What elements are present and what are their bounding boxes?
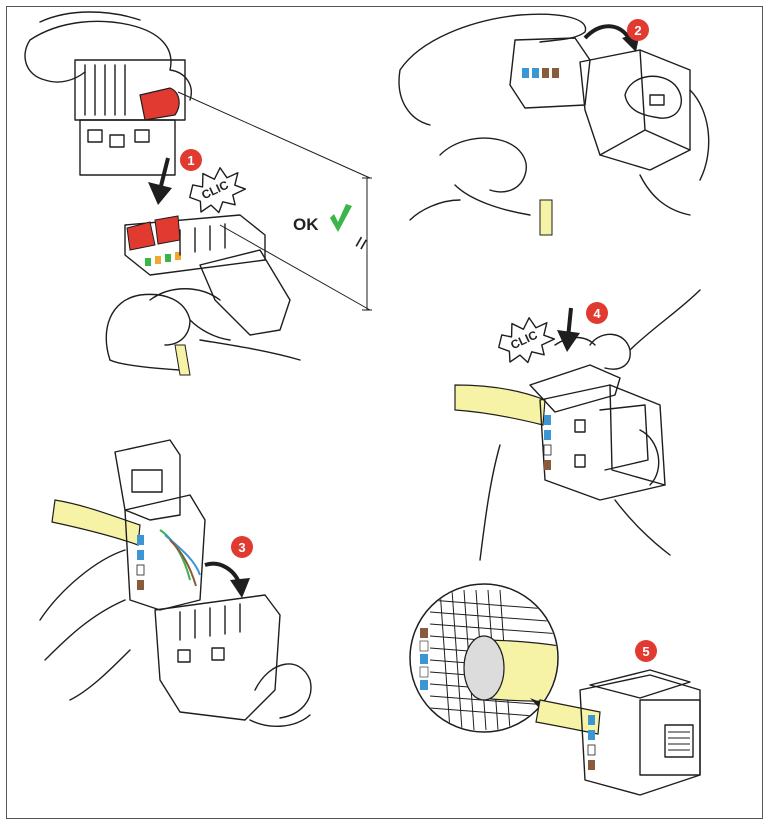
step-number-3: 3 [238,540,245,555]
red-clip-base-2 [154,215,181,245]
hand-right-3 [249,663,312,728]
step-badge-5: 5 [635,640,657,662]
step-number-2: 2 [634,23,641,38]
panel-step-1: 1 CLIC OK [24,11,375,376]
step-badge-4: 4 [586,302,608,324]
step-number-4: 4 [593,306,601,321]
module-top [74,59,186,176]
clic-label-2: CLIC [508,328,540,353]
clic-burst-icon: CLIC [498,317,556,364]
equal-sign: = [347,231,375,255]
step-number-5: 5 [642,644,649,659]
step-badge-2: 2 [627,19,649,41]
step-number-1: 1 [187,153,194,168]
down-arrow-icon [557,307,580,352]
panel-step-5: 5 [409,583,701,796]
hand-right-2 [624,75,710,216]
ok-label: OK [293,215,319,234]
module-final-5 [579,669,701,796]
step-badge-1: 1 [180,149,202,171]
step-badge-3: 3 [231,536,253,558]
down-arrow-icon [148,157,172,205]
hand-top-4 [554,289,701,370]
panel-step-2: 2 [398,13,710,236]
red-clip-base [126,221,156,251]
module-closed-4 [529,364,666,501]
panel-step-4: 4 CLIC [454,289,701,561]
hand-lower [105,288,301,361]
panel-step-3: 3 [39,439,312,728]
module-white-2 [509,37,591,109]
module-white-3 [154,594,281,721]
cable-5 [535,699,601,735]
pink-cover-2 [579,49,691,171]
red-clip-top [139,87,180,121]
module-base [124,214,291,336]
hand-left-3 [39,549,131,701]
diagram-frame [6,6,763,819]
ok-indicator: OK [293,204,352,234]
checkmark-icon [330,204,352,232]
magnifier-inset [409,583,559,733]
curved-arrow-icon [204,561,250,598]
clic-label-1: CLIC [199,178,231,203]
pink-cover-3 [114,439,206,611]
hand-bottom-4 [479,429,671,561]
cable-4 [454,384,546,426]
